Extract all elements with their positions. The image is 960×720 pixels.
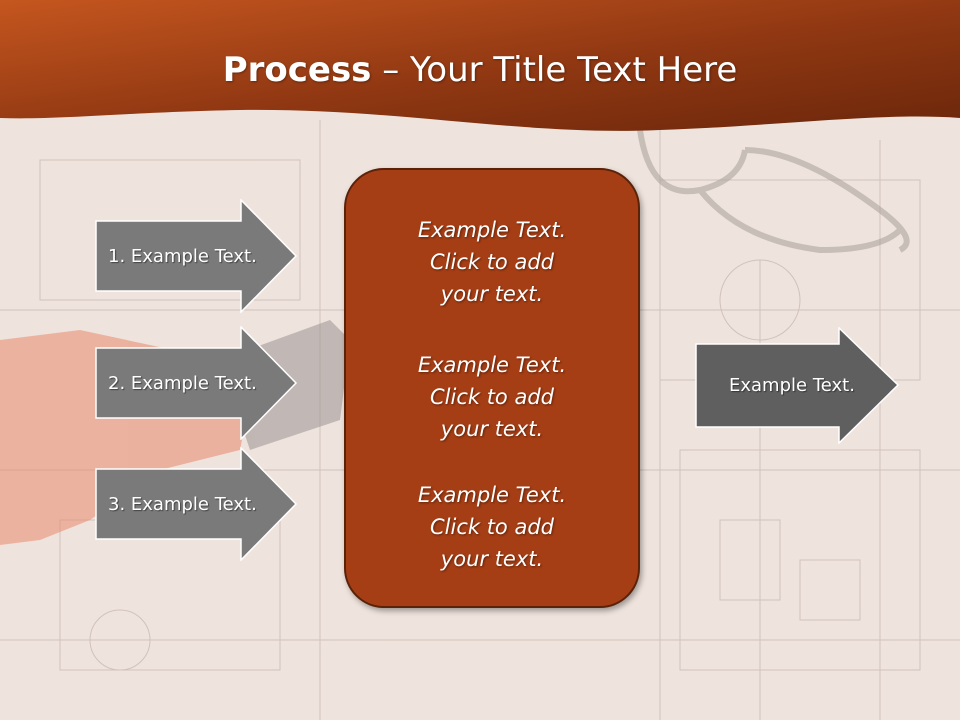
center-paragraph-3: Example Text. Click to add your text. [346, 479, 638, 575]
arrow-label-3: 3. Example Text. [108, 493, 257, 515]
process-arrow-1[interactable]: 1. Example Text. [95, 199, 298, 313]
arrow-right-icon [95, 199, 298, 313]
paragraph-line: your text. [440, 282, 544, 306]
paragraph-line: Example Text. [417, 483, 567, 507]
title-rest: – Your Title Text Here [371, 50, 738, 90]
result-arrow-label: Example Text. [729, 375, 855, 396]
center-text-box[interactable]: Example Text. Click to add your text. Ex… [344, 168, 640, 608]
arrow-right-icon [95, 326, 298, 440]
paragraph-line: Click to add [429, 515, 554, 539]
paragraph-line: your text. [440, 547, 544, 571]
center-paragraph-2: Example Text. Click to add your text. [346, 349, 638, 445]
process-arrow-3[interactable]: 3. Example Text. [95, 447, 298, 561]
title-bold: Process [222, 50, 372, 90]
process-arrow-2[interactable]: 2. Example Text. [95, 326, 298, 440]
arrow-right-icon [95, 447, 298, 561]
center-paragraph-1: Example Text. Click to add your text. [346, 214, 638, 310]
arrow-right-icon [695, 327, 900, 444]
arrow-label-1: 1. Example Text. [108, 245, 257, 267]
paragraph-line: Example Text. [417, 353, 567, 377]
result-arrow[interactable]: Example Text. [695, 327, 900, 444]
paragraph-line: Example Text. [417, 218, 567, 242]
arrow-label-2: 2. Example Text. [108, 372, 257, 394]
paragraph-line: your text. [440, 417, 544, 441]
paragraph-line: Click to add [429, 250, 554, 274]
slide-title[interactable]: Process – Your Title Text Here [0, 50, 960, 90]
paragraph-line: Click to add [429, 385, 554, 409]
